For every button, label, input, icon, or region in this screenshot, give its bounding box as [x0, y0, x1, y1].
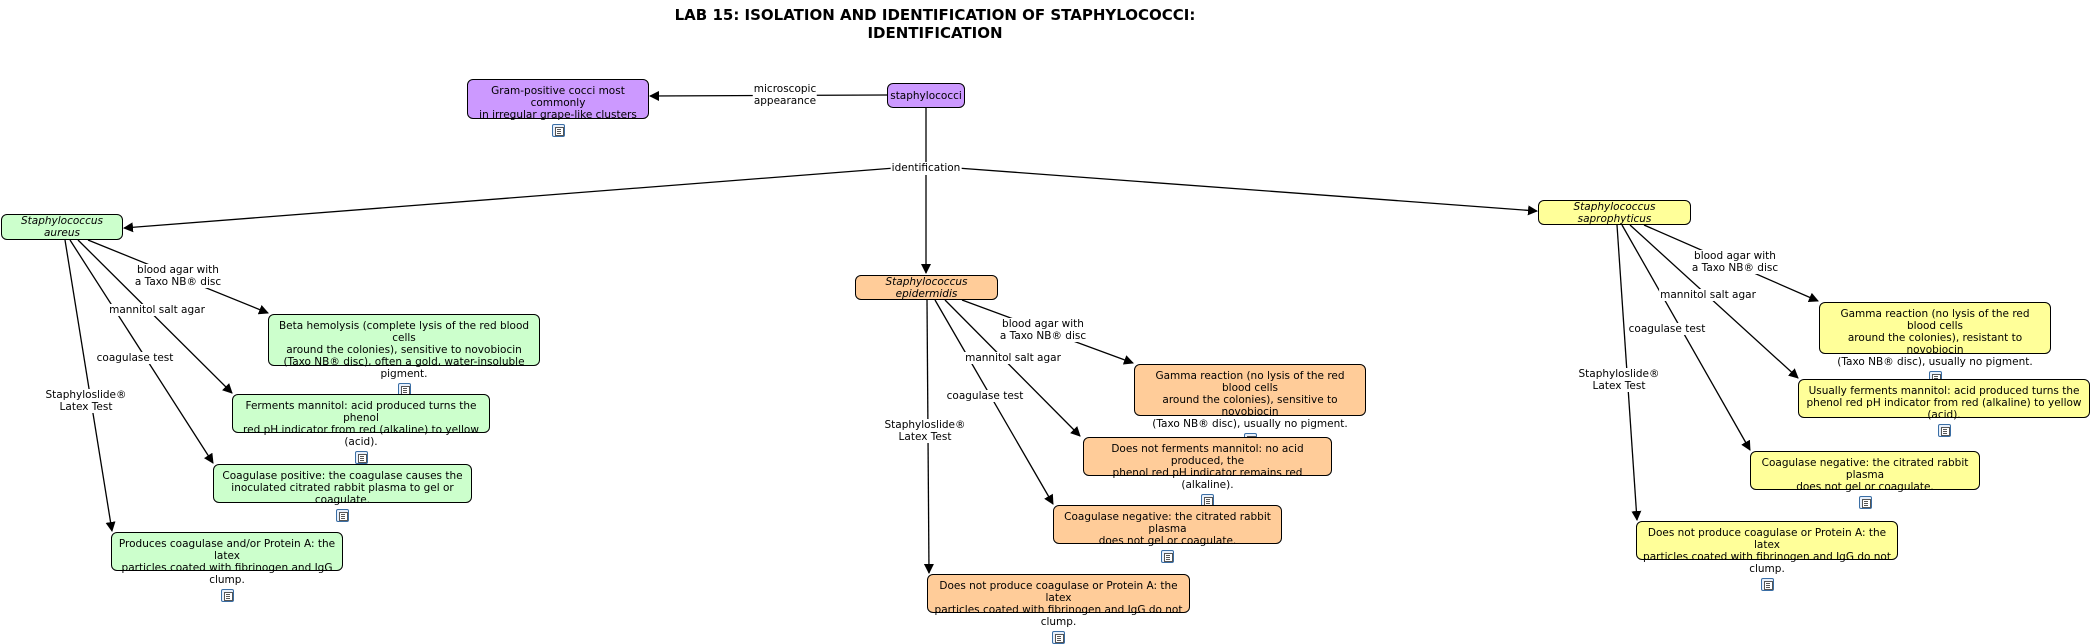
- document-icon[interactable]: [1161, 550, 1174, 563]
- link-sap-mannitol: [1629, 224, 1799, 379]
- node-staphylococcus-saprophyticus[interactable]: Staphylococcus saprophyticus: [1538, 200, 1691, 225]
- node-gram-positive-cocci[interactable]: Gram-positive cocci most commonly in irr…: [467, 79, 649, 137]
- link-aureus-latex: [64, 239, 116, 532]
- node-aureus-beta-hemolysis[interactable]: Beta hemolysis (complete lysis of the re…: [268, 314, 540, 396]
- node-aureus-coagulase-positive[interactable]: Coagulase positive: the coagulase causes…: [213, 464, 472, 522]
- node-staphylococcus-aureus[interactable]: Staphylococcus aureus: [1, 214, 123, 240]
- title-line-1: LAB 15: ISOLATION AND IDENTIFICATION OF …: [674, 6, 1196, 24]
- label-epi-latex: Staphyloslide® Latex Test: [883, 419, 967, 443]
- node-epi-coagulase-negative[interactable]: Coagulase negative: the citrated rabbit …: [1053, 505, 1282, 563]
- document-icon[interactable]: [1201, 494, 1214, 507]
- document-icon[interactable]: [1052, 631, 1065, 644]
- node-saprophyticus-text: Staphylococcus saprophyticus: [1573, 200, 1656, 225]
- label-sap-blood-agar: blood agar with a Taxo NB® disc: [1690, 250, 1780, 274]
- node-sap-coagulase-negative[interactable]: Coagulase negative: the citrated rabbit …: [1750, 451, 1980, 509]
- label-microscopic-appearance: microscopic appearance: [752, 83, 818, 107]
- concept-links: [64, 90, 1819, 574]
- link-epi-coagulase: [934, 299, 1054, 505]
- link-epi-mannitol: [944, 299, 1081, 437]
- node-epi-coagulase-text: Coagulase negative: the citrated rabbit …: [1064, 511, 1271, 547]
- label-epi-coagulase: coagulase test: [945, 390, 1025, 402]
- node-sap-mannitol-text: Usually ferments mannitol: acid produced…: [1806, 385, 2082, 421]
- node-sap-gamma-reaction[interactable]: Gamma reaction (no lysis of the red bloo…: [1819, 302, 2051, 384]
- node-aureus-mannitol-text: Ferments mannitol: acid produced turns t…: [243, 400, 479, 448]
- document-icon[interactable]: [1760, 578, 1774, 591]
- node-epi-gamma-text: Gamma reaction (no lysis of the red bloo…: [1152, 370, 1348, 430]
- document-icon[interactable]: [220, 589, 234, 602]
- node-sap-latex-negative[interactable]: Does not produce coagulase or Protein A:…: [1636, 521, 1898, 591]
- document-icon[interactable]: [1858, 496, 1872, 509]
- label-sap-mannitol: mannitol salt agar: [1659, 289, 1757, 301]
- node-sap-coagulase-text: Coagulase negative: the citrated rabbit …: [1761, 457, 1969, 493]
- title-line-2: IDENTIFICATION: [867, 24, 1003, 42]
- link-aureus-coagulase: [69, 239, 214, 464]
- node-gram-positive-text: Gram-positive cocci most commonly in irr…: [479, 85, 637, 121]
- link-sap-coagulase: [1621, 224, 1751, 451]
- document-icon[interactable]: [354, 451, 368, 464]
- label-aureus-mannitol: mannitol salt agar: [108, 304, 206, 316]
- node-aureus-ferments-mannitol[interactable]: Ferments mannitol: acid produced turns t…: [232, 394, 490, 464]
- node-epi-no-mannitol[interactable]: Does not ferments mannitol: no acid prod…: [1083, 437, 1332, 507]
- node-staphylococci-text: staphylococci: [890, 89, 962, 102]
- node-aureus-latex-positive[interactable]: Produces coagulase and/or Protein A: the…: [111, 532, 343, 602]
- label-aureus-blood-agar: blood agar with a Taxo NB® disc: [133, 264, 223, 288]
- label-sap-latex: Staphyloslide® Latex Test: [1577, 368, 1661, 392]
- node-epi-mannitol-text: Does not ferments mannitol: no acid prod…: [1111, 443, 1304, 491]
- page-title: LAB 15: ISOLATION AND IDENTIFICATION OF …: [0, 6, 1870, 42]
- link-aureus-mannitol: [77, 239, 233, 394]
- document-icon[interactable]: [1937, 424, 1951, 437]
- node-sap-latex-text: Does not produce coagulase or Protein A:…: [1643, 527, 1891, 575]
- node-aureus-coagulase-text: Coagulase positive: the coagulase causes…: [222, 470, 463, 506]
- node-epi-latex-text: Does not produce coagulase or Protein A:…: [934, 580, 1183, 628]
- document-icon[interactable]: [336, 509, 349, 522]
- node-aureus-latex-text: Produces coagulase and/or Protein A: the…: [118, 538, 336, 586]
- document-icon[interactable]: [551, 124, 565, 137]
- label-identification: identification: [890, 162, 962, 174]
- label-aureus-coagulase: coagulase test: [95, 352, 175, 364]
- node-epidermidis-text: Staphylococcus epidermidis: [885, 275, 968, 300]
- node-epi-gamma-reaction[interactable]: Gamma reaction (no lysis of the red bloo…: [1134, 364, 1366, 446]
- label-sap-coagulase: coagulase test: [1627, 323, 1707, 335]
- link-to-aureus: [123, 167, 896, 233]
- node-sap-usually-ferments-mannitol[interactable]: Usually ferments mannitol: acid produced…: [1798, 379, 2090, 437]
- node-staphylococcus-epidermidis[interactable]: Staphylococcus epidermidis: [855, 275, 998, 300]
- label-epi-blood-agar: blood agar with a Taxo NB® disc: [998, 318, 1088, 342]
- node-aureus-text: Staphylococcus aureus: [21, 215, 103, 239]
- label-epi-mannitol: mannitol salt agar: [964, 352, 1062, 364]
- node-staphylococci[interactable]: staphylococci: [887, 83, 965, 108]
- node-aureus-beta-text: Beta hemolysis (complete lysis of the re…: [278, 320, 530, 380]
- node-sap-gamma-text: Gamma reaction (no lysis of the red bloo…: [1837, 308, 2033, 368]
- node-epi-latex-negative[interactable]: Does not produce coagulase or Protein A:…: [927, 574, 1190, 644]
- link-to-saprophyticus: [956, 167, 1538, 216]
- label-aureus-latex: Staphyloslide® Latex Test: [44, 389, 128, 413]
